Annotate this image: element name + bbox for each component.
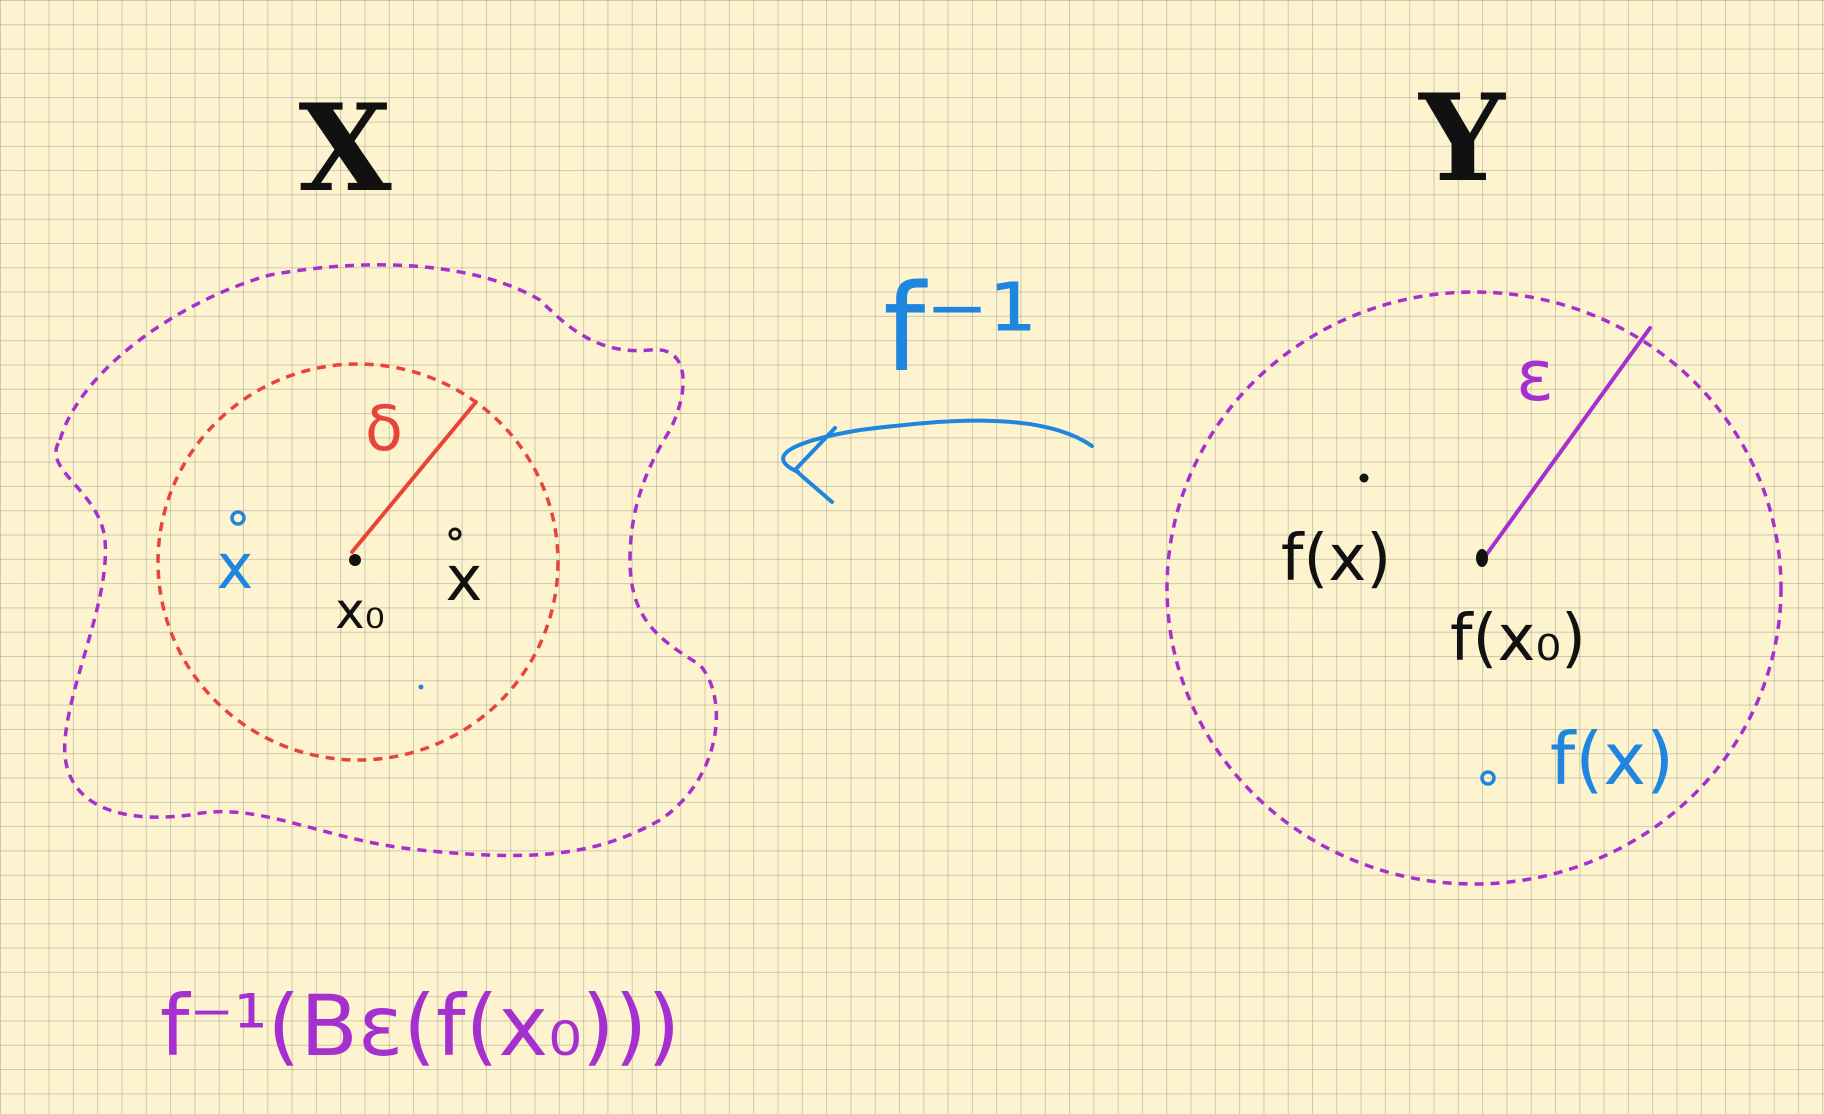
epsilon-radius-line — [1482, 326, 1652, 560]
inverse-map-arrowhead-icon — [793, 426, 837, 504]
inverse-map-label: f⁻¹ — [883, 260, 1037, 399]
blue-x-label: x — [217, 530, 254, 603]
fx0-label: f(x₀) — [1450, 602, 1586, 676]
x0-point — [349, 554, 361, 566]
preimage-region-outline — [54, 263, 719, 858]
delta-label: δ — [365, 392, 403, 465]
black-fx-label: f(x) — [1281, 522, 1391, 596]
small-blue-dot — [418, 684, 424, 690]
epsilon-ball-outline — [1165, 290, 1783, 886]
preimage-formula: f⁻¹(Bε(f(x₀))) — [160, 977, 680, 1075]
black-x-point — [448, 527, 462, 541]
blue-fx-label: f(x) — [1550, 717, 1674, 801]
black-fx-point — [1359, 473, 1369, 483]
x0-label: x₀ — [335, 582, 385, 640]
delta-ball-outline — [156, 362, 560, 762]
inverse-map-arrow — [781, 418, 1094, 474]
blue-x-point — [230, 510, 246, 526]
space-y-title: Y — [1417, 68, 1506, 209]
space-x-title: X — [298, 78, 391, 219]
black-x-label: x — [446, 542, 483, 615]
fx0-point — [1476, 549, 1488, 567]
blue-fx-point — [1480, 770, 1496, 786]
delta-radius-line — [350, 400, 478, 554]
epsilon-label: ε — [1516, 335, 1554, 417]
